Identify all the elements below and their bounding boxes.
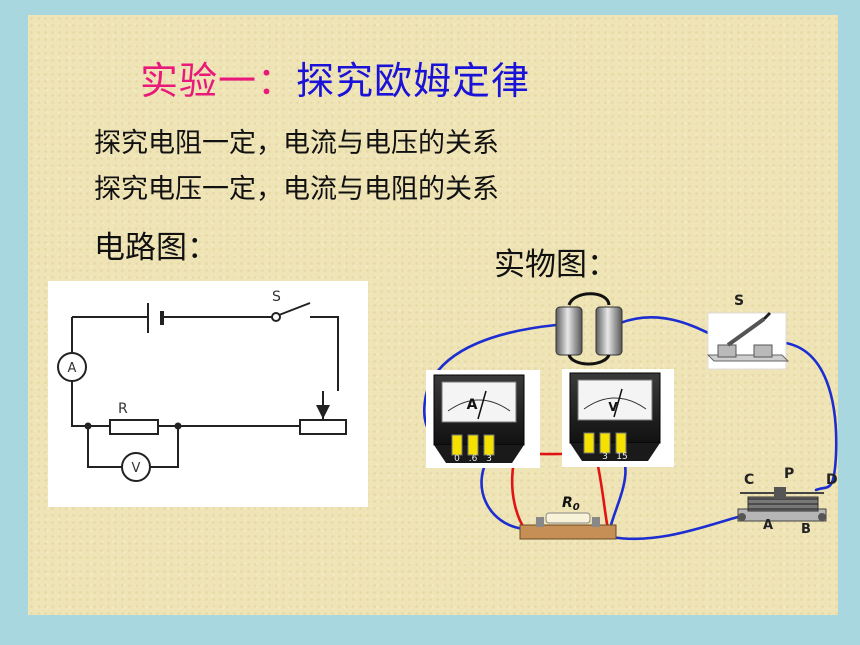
wire-ammeter-resistor-red [510, 459, 528, 533]
ammeter [426, 370, 540, 468]
voltmeter-label: V [608, 400, 618, 414]
battery [555, 292, 623, 366]
voltmeter-label: V [132, 461, 141, 476]
rheostat-label-c: C [744, 472, 754, 488]
ammeter-terminal-1: .6 [469, 454, 478, 464]
voltmeter-terminal-0: 3 [602, 452, 608, 462]
rheostat-label-p: P [784, 466, 794, 482]
slide: 实验一：探究欧姆定律 探究电阻一定，电流与电压的关系 探究电压一定，电流与电阻的… [28, 15, 838, 615]
wire-resistor-rheostat [609, 515, 740, 541]
rheostat-arrow [316, 405, 330, 419]
fixed-resistor [519, 512, 617, 540]
physical-heading: 实物图： [494, 247, 618, 283]
knife-switch [706, 311, 790, 370]
ammeter-terminal-0: 0 [454, 454, 460, 464]
slide-title: 实验一：探究欧姆定律 [140, 50, 530, 105]
switch-label: S [272, 289, 281, 305]
switch-pivot [271, 312, 281, 322]
circuit-diagram: S R A V [48, 281, 368, 507]
resistor-label: R [118, 401, 128, 417]
objective-line-2: 探究电压一定，电流与电阻的关系 [94, 174, 499, 205]
physical-diagram: S A 0 .6 3 [408, 285, 838, 585]
voltmeter [562, 369, 674, 467]
title-prefix: 实验一： [140, 59, 297, 103]
junction-right [174, 422, 182, 430]
title-main: 探究欧姆定律 [296, 59, 531, 103]
voltmeter-wire-right [150, 426, 179, 468]
resistor-symbol [109, 419, 159, 435]
voltmeter-terminal-1: 15 [616, 452, 627, 462]
wire-left-bottom [71, 381, 110, 427]
rheostat-label-b: B [801, 522, 811, 537]
rheostat-label-d: D [826, 472, 838, 488]
rheostat-symbol [299, 419, 347, 435]
circuit-heading: 电路图： [94, 230, 218, 266]
objective-line-1: 探究电阻一定，电流与电压的关系 [94, 128, 499, 159]
wire-switch-rheostat [776, 340, 838, 492]
ammeter-label: A [467, 397, 478, 413]
junction-left [84, 422, 92, 430]
ammeter-terminal-2: 3 [486, 454, 492, 464]
rheostat [737, 487, 827, 522]
voltmeter-wire-left [87, 426, 122, 468]
resistor-label: R0 [562, 495, 580, 513]
switch-label: S [734, 293, 744, 309]
ammeter-label: A [68, 361, 77, 376]
switch-blade [278, 302, 311, 316]
wire-right [310, 316, 339, 391]
rheostat-label-a: A [763, 518, 773, 533]
